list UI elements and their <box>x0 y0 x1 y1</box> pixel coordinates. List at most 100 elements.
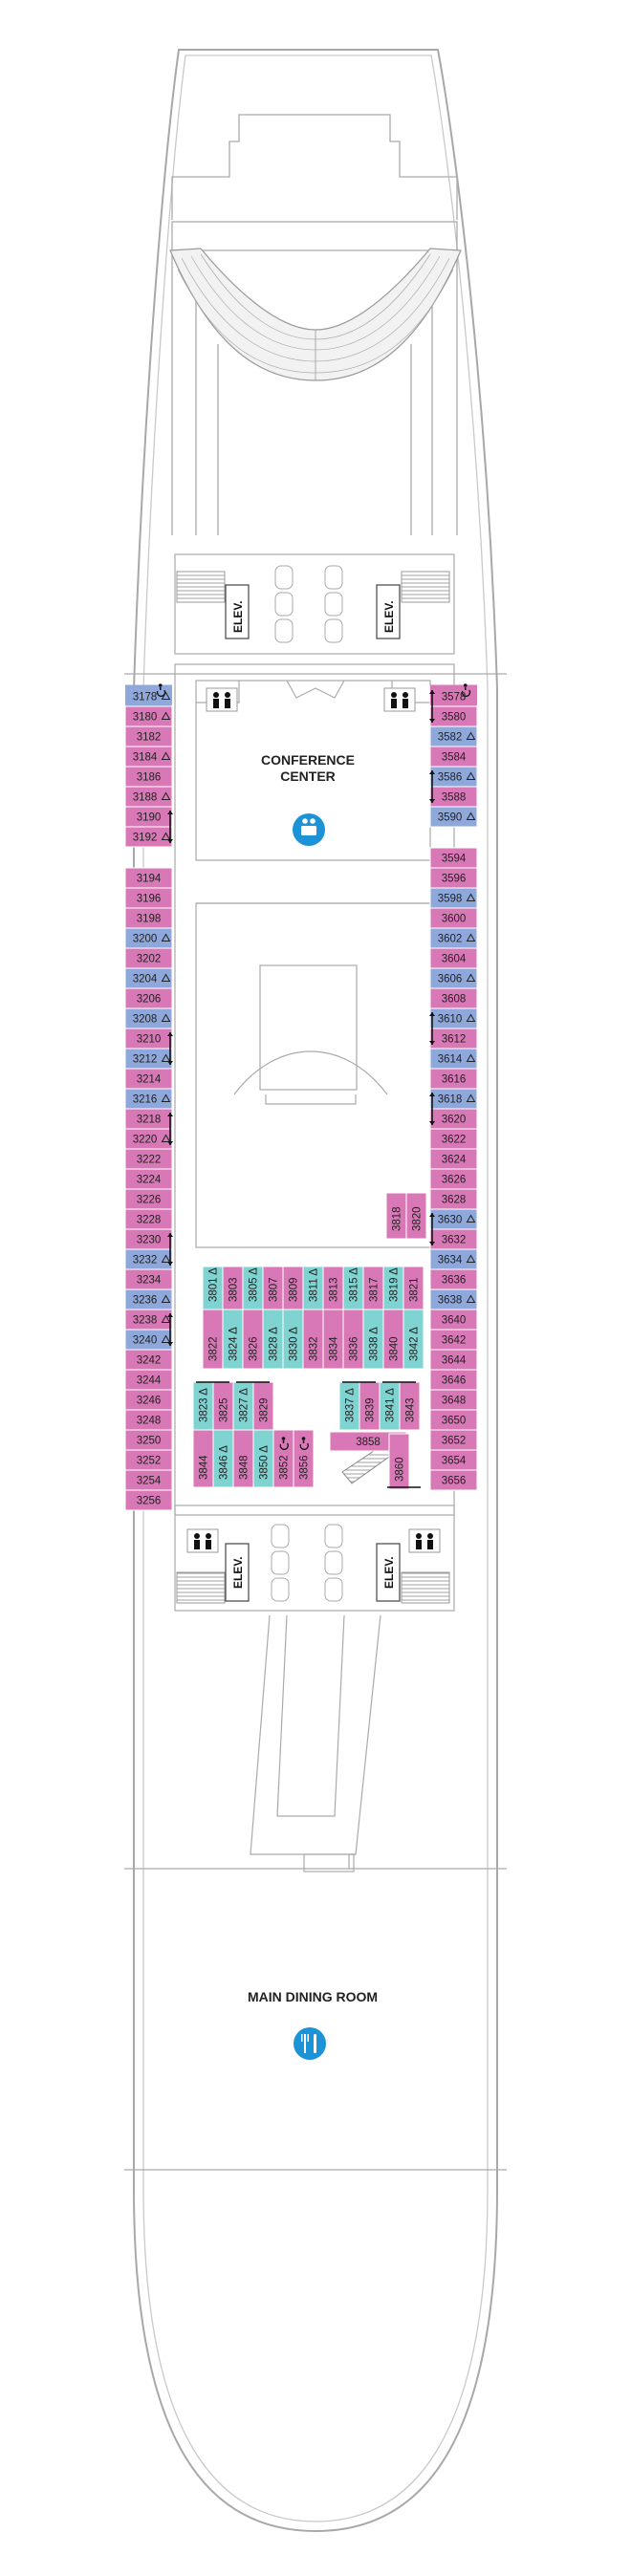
wheelchair-icon <box>156 683 166 697</box>
cabin-number: 3843 <box>405 1397 417 1422</box>
connecting-arrow <box>429 690 435 723</box>
cabin-number: 3182 <box>137 732 162 744</box>
cabin-number: 3190 <box>137 812 162 824</box>
accessible-icon <box>466 1013 476 1022</box>
cabin-number: 3214 <box>137 1074 162 1086</box>
cabin-number: 3640 <box>442 1315 467 1327</box>
cabin-number: 3580 <box>442 712 467 724</box>
cabin-3842[interactable] <box>403 1309 424 1370</box>
cabin-number: 3242 <box>137 1355 162 1367</box>
cabin-number: 3612 <box>442 1034 467 1046</box>
cabin-number: 3236 <box>133 1295 158 1307</box>
cabin-number: 3815 Δ <box>349 1267 360 1302</box>
conference-icon <box>293 813 325 846</box>
cabin-number: 3620 <box>442 1115 467 1126</box>
cabin-3192[interactable] <box>124 826 173 848</box>
cabin-number: 3824 Δ <box>228 1327 240 1361</box>
cabin-number: 3632 <box>442 1235 467 1246</box>
cabin-number: 3817 <box>369 1277 381 1302</box>
cabin-number: 3218 <box>137 1115 162 1126</box>
connecting-arrow <box>429 770 435 803</box>
theater <box>169 248 462 381</box>
dining-icon <box>294 2027 326 2060</box>
cabin-3856[interactable] <box>293 1429 315 1488</box>
cabin-layer: 3178318031823184318631883190319231943196… <box>124 683 478 1511</box>
cabin-number: 3805 Δ <box>249 1267 260 1302</box>
cabin-number: 3610 <box>438 1014 463 1026</box>
accessible-icon <box>161 1053 171 1062</box>
cabin-number: 3650 <box>442 1416 467 1427</box>
cabin-number: 3636 <box>442 1275 467 1287</box>
connecting-arrow <box>167 811 173 843</box>
accessible-icon <box>161 1314 171 1323</box>
connecting-arrow <box>429 1012 435 1045</box>
cabin-number: 3803 <box>228 1277 240 1302</box>
cabin-number: 3244 <box>137 1375 162 1387</box>
cabin-number: 3801 Δ <box>208 1267 220 1302</box>
cabin-number: 3204 <box>133 974 158 985</box>
cabin-number: 3850 Δ <box>259 1445 271 1480</box>
cabin-number: 3838 Δ <box>369 1327 381 1361</box>
connecting-arrow <box>167 1032 173 1065</box>
cabin-number: 3614 <box>438 1054 463 1066</box>
cabin-number: 3837 Δ <box>345 1388 357 1422</box>
cabin-number: 3841 Δ <box>385 1388 397 1422</box>
restroom-icon <box>408 1528 441 1553</box>
cabin-number: 3246 <box>137 1396 162 1407</box>
main-dining-room-label: MAIN DINING ROOM <box>248 1989 378 2004</box>
cabin-number: 3606 <box>438 974 463 985</box>
wheelchair-icon <box>299 1437 309 1450</box>
accessible-icon <box>161 1334 171 1343</box>
cabin-number: 3220 <box>133 1135 158 1146</box>
accessible-icon <box>466 933 476 942</box>
cabin-number: 3618 <box>438 1094 463 1106</box>
cabin-3820[interactable] <box>405 1192 427 1240</box>
accessible-icon <box>161 832 171 840</box>
cabin-number: 3834 <box>329 1336 340 1361</box>
accessible-icon <box>161 691 171 700</box>
cabin-number: 3598 <box>438 894 463 905</box>
accessible-icon <box>161 1294 171 1303</box>
accessible-icon <box>466 731 476 740</box>
cabin-3656[interactable] <box>429 1469 478 1491</box>
cabin-number: 3616 <box>442 1074 467 1086</box>
cabin-number: 3809 <box>289 1277 300 1302</box>
connecting-arrow <box>429 1213 435 1245</box>
cabin-number: 3194 <box>137 874 162 885</box>
elevator-label-aft-right: ELEV. <box>382 1556 396 1589</box>
elevator-label-aft-left: ELEV. <box>231 1556 245 1589</box>
restroom-icon <box>383 687 416 712</box>
cabin-number: 3811 Δ <box>309 1268 320 1302</box>
cabin-number: 3254 <box>137 1476 162 1487</box>
cabin-number: 3588 <box>442 792 467 804</box>
cabin-number: 3807 <box>269 1277 280 1302</box>
cabin-number: 3594 <box>442 854 467 865</box>
accessible-icon <box>466 893 476 901</box>
connecting-arrow <box>167 1313 173 1346</box>
hull-inner-outline <box>142 54 489 2522</box>
cabin-number: 3238 <box>133 1315 158 1327</box>
cabin-number: 3827 Δ <box>239 1388 250 1422</box>
cabin-number: 3830 Δ <box>289 1327 300 1361</box>
cabin-number: 3836 <box>349 1336 360 1361</box>
cabin-number: 3198 <box>137 914 162 925</box>
cabin-number: 3584 <box>442 752 467 764</box>
cabin-3590[interactable] <box>429 806 478 828</box>
cabin-number: 3644 <box>442 1355 467 1367</box>
cabin-number: 3828 Δ <box>269 1327 280 1361</box>
connecting-arrow <box>429 1093 435 1125</box>
cabin-number: 3819 Δ <box>389 1267 401 1302</box>
cabin-number: 3846 Δ <box>219 1445 230 1480</box>
cabin-number: 3186 <box>137 772 162 784</box>
accessible-icon <box>466 1053 476 1062</box>
accessible-icon <box>466 973 476 982</box>
cabin-number: 3228 <box>137 1215 162 1226</box>
cabin-3256[interactable] <box>124 1489 173 1511</box>
cabin-number: 3642 <box>442 1335 467 1347</box>
cabin-number: 3825 <box>219 1397 230 1422</box>
cabin-3860[interactable] <box>388 1433 410 1490</box>
accessible-icon <box>161 1013 171 1022</box>
cabin-number: 3192 <box>133 833 158 844</box>
cabin-number: 3848 <box>239 1455 250 1480</box>
forward-structure <box>124 114 507 675</box>
